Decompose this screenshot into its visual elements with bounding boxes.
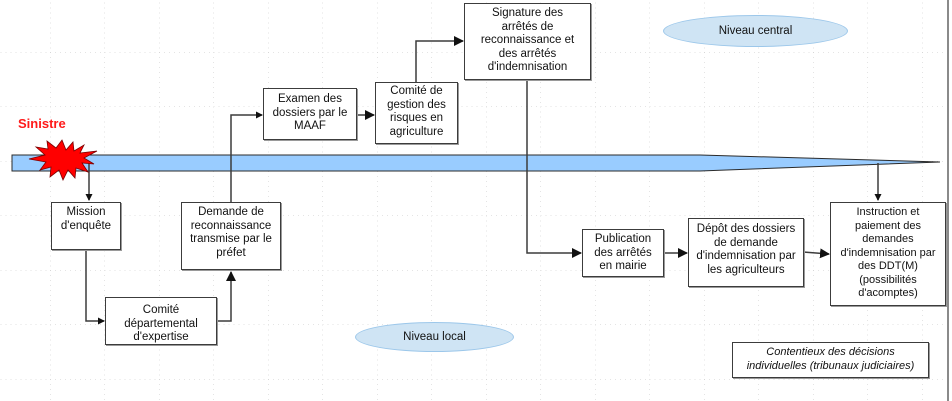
- step-examen: Examen des dossiers par le MAAF: [263, 88, 357, 140]
- level-local-badge: Niveau local: [355, 322, 514, 352]
- sinistre-burst-icon: [28, 139, 98, 181]
- step-demande: Demande de reconnaissance transmise par …: [181, 202, 281, 270]
- note-contentieux: Contentieux des décisions individuelles …: [732, 342, 929, 378]
- connector-mission-comite-dep: [85, 250, 105, 325]
- step-comite-gestion: Comité de gestion des risques en agricul…: [375, 82, 458, 144]
- step-label: Signature des arrêtés de reconnaissance …: [480, 7, 575, 73]
- connector-demande-examen: [230, 111, 263, 202]
- level-central-badge: Niveau central: [663, 15, 848, 47]
- step-mission: Mission d'enquête: [51, 202, 121, 250]
- connector-signature-publication: [526, 80, 582, 258]
- step-label: Comité de gestion des risques en agricul…: [387, 85, 446, 138]
- right-edge-border: [947, 0, 949, 401]
- timeline-arrow: [11, 154, 941, 172]
- step-label: Demande de reconnaissance transmise par …: [190, 206, 272, 259]
- event-label: Sinistre: [18, 116, 66, 131]
- step-depot: Dépôt des dossiers de demande d'indemnis…: [688, 218, 804, 287]
- step-label: Examen des dossiers par le MAAF: [272, 93, 348, 132]
- step-label: Publication des arrêtés en mairie: [594, 233, 652, 272]
- step-label: Instruction et paiement des demandes d'i…: [840, 206, 936, 299]
- step-label: Dépôt des dossiers de demande d'indemnis…: [696, 223, 796, 276]
- connector-comite-gestion-signature: [415, 36, 464, 82]
- connector-comite-dep-demande: [216, 271, 236, 322]
- step-label: Mission d'enquête: [60, 206, 112, 232]
- level-local-label: Niveau local: [403, 331, 466, 343]
- step-signature: Signature des arrêtés de reconnaissance …: [464, 3, 591, 80]
- note-label: Contentieux des décisions individuelles …: [746, 346, 915, 372]
- level-central-label: Niveau central: [718, 25, 793, 37]
- step-comite-departemental: Comité départemental d'expertise: [105, 297, 217, 345]
- connector-depot-instruction: [802, 248, 830, 259]
- step-label: Comité départemental d'expertise: [124, 304, 198, 343]
- step-instruction: Instruction et paiement des demandes d'i…: [830, 202, 946, 306]
- step-publication: Publication des arrêtés en mairie: [582, 229, 664, 277]
